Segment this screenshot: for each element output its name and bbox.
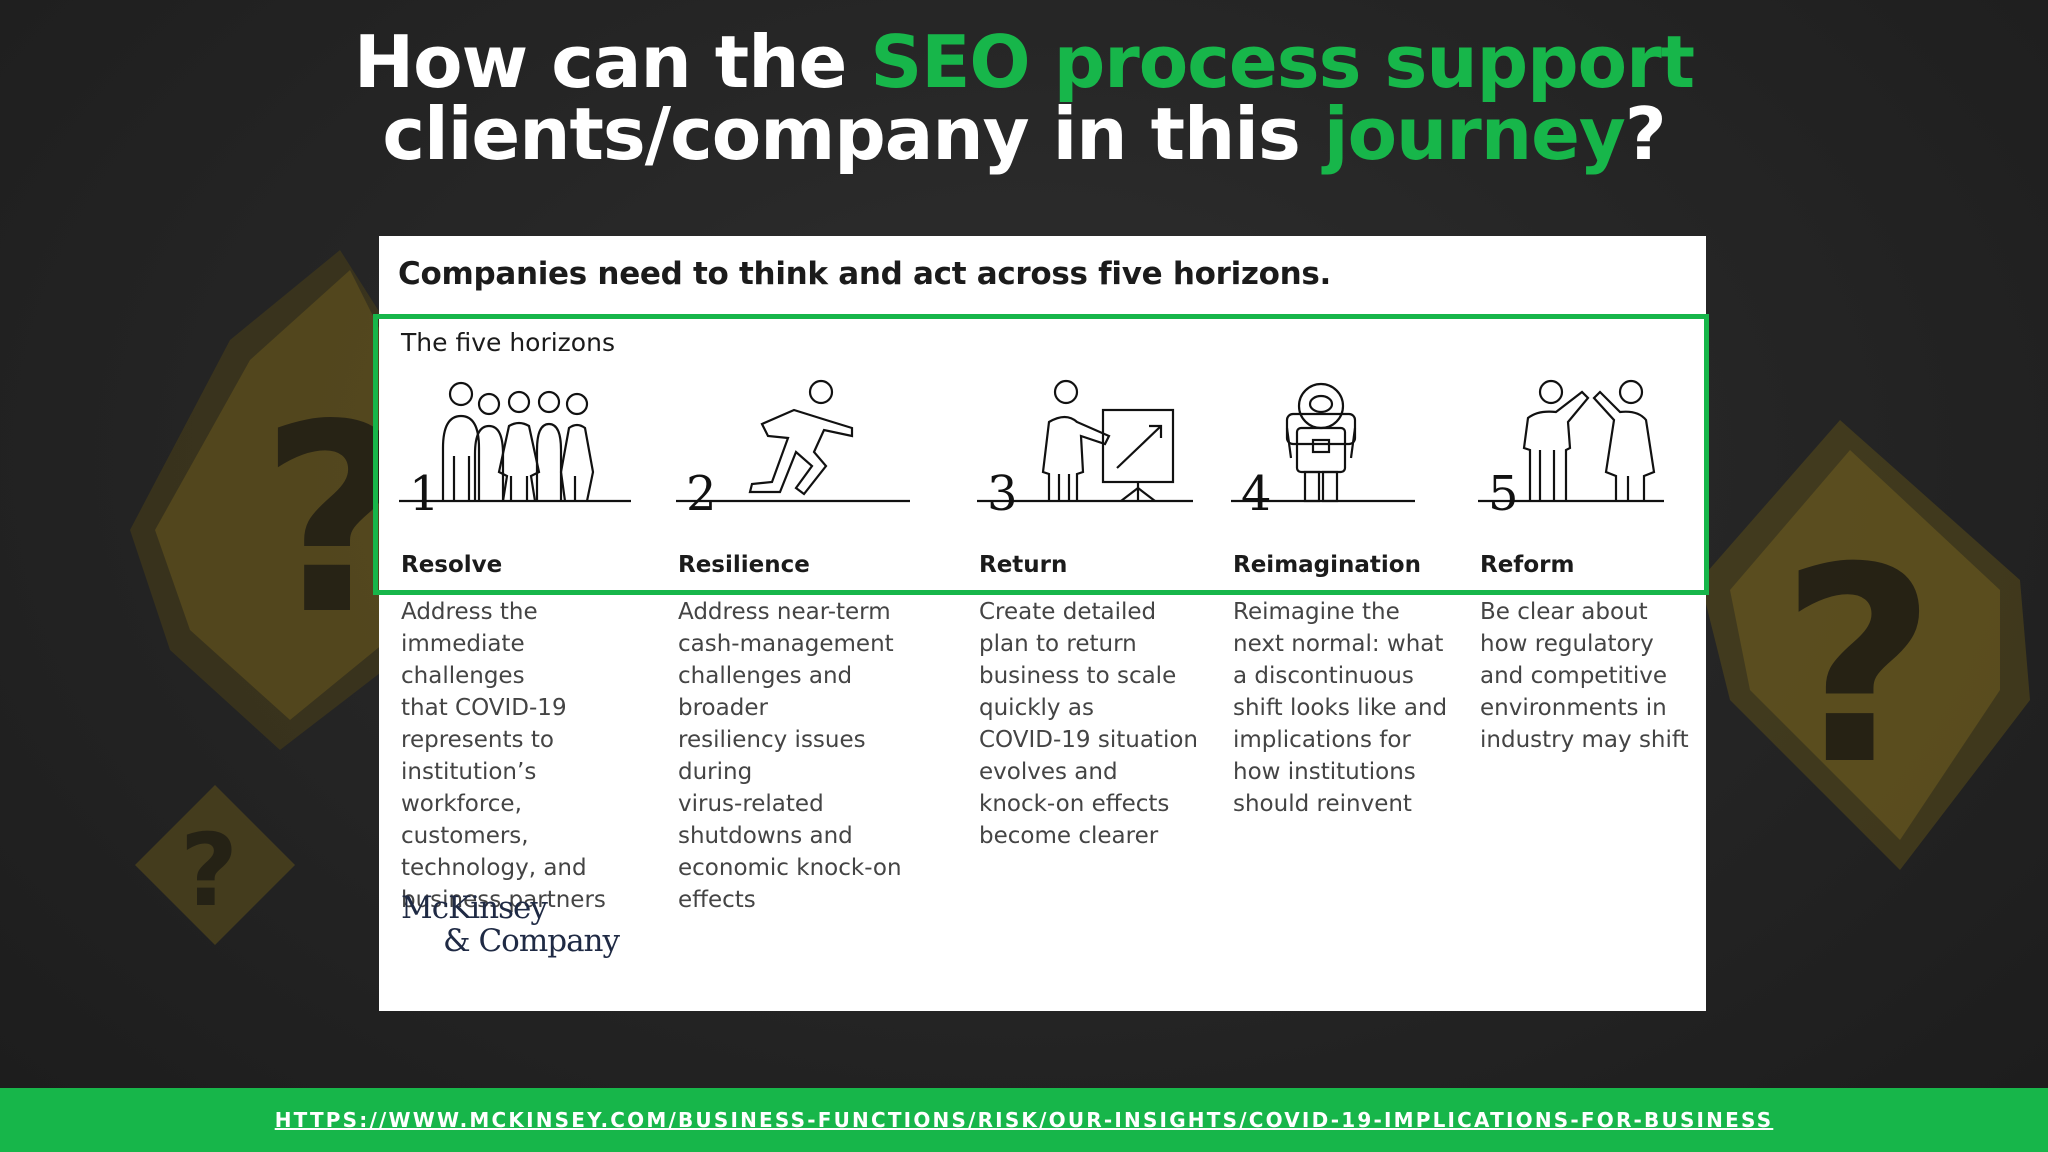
question-sign-left-icon: ? — [110, 230, 410, 750]
headline-accent-seo: SEO process support — [870, 20, 1695, 104]
horizon-name: Reform — [1480, 552, 1575, 578]
card-title: Companies need to think and act across f… — [398, 256, 1332, 292]
horizon-name: Resolve — [401, 552, 503, 578]
svg-text:?: ? — [1780, 509, 1937, 824]
headline-line-1: How can the SEO process support — [353, 20, 1695, 104]
horizon-number: 5 — [1488, 466, 1519, 522]
five-horizons-card: Companies need to think and act across f… — [373, 236, 1709, 1011]
presenter-chart-icon — [977, 379, 1193, 503]
horizon-description: Reimagine the next normal: what a discon… — [1233, 599, 1448, 817]
running-person-icon — [676, 379, 910, 503]
section-label: The five horizons — [401, 328, 615, 357]
astronaut-icon — [1231, 382, 1415, 503]
horizon-number: 1 — [409, 466, 440, 522]
headline-accent-journey: journey — [1323, 92, 1626, 176]
horizon-description: Be clear about how regulatory and compet… — [1480, 599, 1689, 753]
horizon-name: Reimagination — [1233, 552, 1421, 578]
source-url-link[interactable]: HTTPS://WWW.MCKINSEY.COM/BUSINESS-FUNCTI… — [274, 1108, 1774, 1132]
horizon-number: 3 — [987, 466, 1018, 522]
question-sign-small-icon: ? — [130, 780, 300, 950]
horizon-description: Address the immediate challenges that CO… — [401, 599, 606, 913]
svg-text:?: ? — [180, 812, 238, 929]
group-of-people-icon — [399, 381, 631, 503]
headline-line-2: clients/company in this journey? — [382, 92, 1666, 176]
horizon-name: Resilience — [678, 552, 810, 578]
highlight-frame — [373, 314, 1709, 595]
mckinsey-logo: McKinsey & Company — [401, 890, 620, 959]
footer-bar: HTTPS://WWW.MCKINSEY.COM/BUSINESS-FUNCTI… — [0, 1088, 2048, 1152]
horizon-description: Create detailed plan to return business … — [979, 599, 1198, 849]
horizon-description: Address near-term cash-management challe… — [678, 599, 902, 913]
question-sign-right-icon: ? — [1700, 400, 2040, 880]
horizon-number: 2 — [686, 466, 717, 522]
horizon-name: Return — [979, 552, 1068, 578]
slide-headline: How can the SEO process support clients/… — [0, 26, 2048, 170]
high-five-icon — [1478, 379, 1664, 503]
horizon-number: 4 — [1241, 466, 1272, 522]
